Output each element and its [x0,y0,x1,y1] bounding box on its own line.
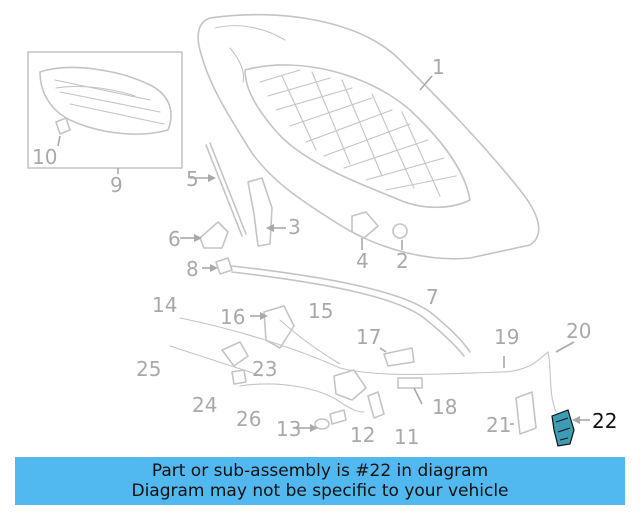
callout-3: 3 [288,215,301,239]
part-bracket-4 [351,211,379,239]
callout-19: 19 [494,325,519,349]
callout-25: 25 [136,357,161,381]
part-hood-hinge [247,177,273,247]
part-22-highlighted [551,409,575,447]
part-nut-13 [314,418,330,430]
part-cable-26 [239,383,365,413]
part-bracket-21 [515,391,537,435]
leader-lines [57,75,590,432]
callout-10: 10 [32,145,57,169]
part-hood-bumper [199,221,229,249]
part-hood-strut [205,142,247,237]
banner-line-disclaimer: Diagram may not be specific to your vehi… [131,481,509,501]
part-cable-25 [169,345,263,377]
callout-5: 5 [186,167,199,191]
callout-4: 4 [356,249,369,273]
callout-2: 2 [396,249,409,273]
part-latch-11 [367,391,385,419]
part-grommet-2 [392,223,408,239]
part-bracket-17 [383,347,415,367]
part-lever-23 [221,341,249,367]
part-hood-seal [231,265,471,357]
part-release-cable [179,317,549,376]
callout-16: 16 [220,305,245,329]
callout-1: 1 [432,55,445,79]
callout-8: 8 [186,257,199,281]
info-banner: Part or sub-assembly is #22 in diagram D… [15,457,625,505]
part-hood-latch [333,369,367,401]
part-bolt-12 [329,409,347,425]
part-clip-24 [231,369,247,385]
callout-23: 23 [252,357,277,381]
callout-7: 7 [426,285,439,309]
callout-9: 9 [110,173,123,197]
callout-13: 13 [276,417,301,441]
callout-20: 20 [566,319,591,343]
callout-21: 21 [486,413,511,437]
part-hood-panel [197,13,540,260]
callout-labels: 1 2 3 4 5 6 7 8 9 10 11 12 13 14 15 16 1… [32,55,617,449]
callout-14: 14 [152,293,177,317]
callout-22: 22 [592,409,617,433]
part-insulator-box [27,51,183,169]
callout-12: 12 [350,423,375,447]
callout-15: 15 [308,299,333,323]
callout-18: 18 [432,395,457,419]
callout-26: 26 [236,407,261,431]
part-cable-15 [279,319,341,365]
part-release-handle [263,305,295,349]
callout-24: 24 [192,393,217,417]
banner-line-part-number: Part or sub-assembly is #22 in diagram [151,461,489,481]
callout-11: 11 [394,425,419,449]
callout-6: 6 [168,227,181,251]
part-seal-18 [397,377,423,389]
part-clip-8 [215,257,233,275]
part-cable-20 [547,351,557,413]
callout-17: 17 [356,325,381,349]
